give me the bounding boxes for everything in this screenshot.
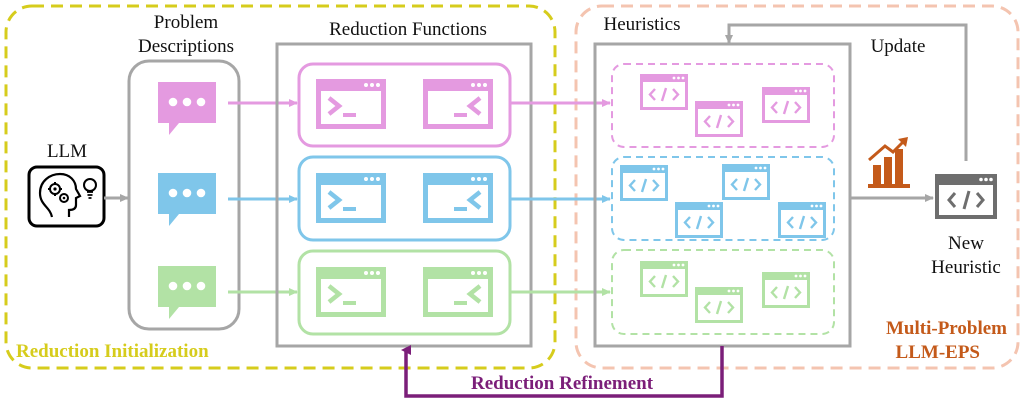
bar-chart-growth-icon <box>868 137 910 188</box>
llm-icon <box>27 165 106 228</box>
reduction-row-pink <box>297 62 512 148</box>
problem-descriptions-label-line1: Problem <box>154 12 219 33</box>
multi-problem-region <box>574 4 1020 370</box>
code-window-icon-green-3 <box>762 272 810 308</box>
problem-descriptions-panel <box>127 59 241 331</box>
terminal-prompt-icon-green <box>316 267 386 317</box>
terminal-reverse-prompt-icon-blue <box>423 173 493 223</box>
reduction-initialization-label: Reduction Initialization <box>16 341 209 362</box>
update-loop-arrow <box>725 23 968 161</box>
multi-problem-label-line1: Multi-Problem <box>886 318 1007 339</box>
reduction-refinement-label: Reduction Refinement <box>471 373 654 394</box>
code-window-icon-blue-1 <box>620 165 668 201</box>
code-window-icon-blue-2 <box>722 164 770 200</box>
code-window-icon-blue-4 <box>778 202 826 238</box>
code-window-icon-pink-3 <box>762 87 810 123</box>
code-window-icon-pink-2 <box>695 101 743 137</box>
terminal-reverse-prompt-icon-pink <box>423 79 493 129</box>
chat-bubble-icon-blue <box>158 173 216 226</box>
code-window-icon-blue-3 <box>675 202 723 238</box>
problem-descriptions-label-line2: Descriptions <box>138 36 234 57</box>
new-heuristic-label-line2: Heuristic <box>931 257 1001 278</box>
reduction-initialization-region <box>4 4 557 370</box>
code-window-icon-green-1 <box>640 261 688 297</box>
terminal-prompt-icon-blue <box>316 173 386 223</box>
reduction-functions-label: Reduction Functions <box>329 19 487 40</box>
heuristics-group-pink <box>611 63 835 148</box>
heuristics-group-green <box>611 249 835 335</box>
reduction-refinement-arrow <box>401 345 724 398</box>
multi-problem-label-line2: LLM-EPS <box>896 342 980 363</box>
chat-bubble-icon-green <box>158 266 216 319</box>
new-heuristic-label-line1: New <box>948 233 984 254</box>
llm-label: LLM <box>47 141 87 162</box>
update-label: Update <box>871 36 926 57</box>
code-window-icon-green-2 <box>695 287 743 323</box>
terminal-reverse-prompt-icon-green <box>423 267 493 317</box>
terminal-prompt-icon-pink <box>316 79 386 129</box>
chat-bubble-icon-pink <box>158 82 216 135</box>
heuristics-label: Heuristics <box>603 14 680 35</box>
heuristics-group-blue <box>611 156 835 241</box>
code-window-icon-pink-1 <box>640 74 688 110</box>
new-heuristic-code-icon <box>935 174 997 219</box>
